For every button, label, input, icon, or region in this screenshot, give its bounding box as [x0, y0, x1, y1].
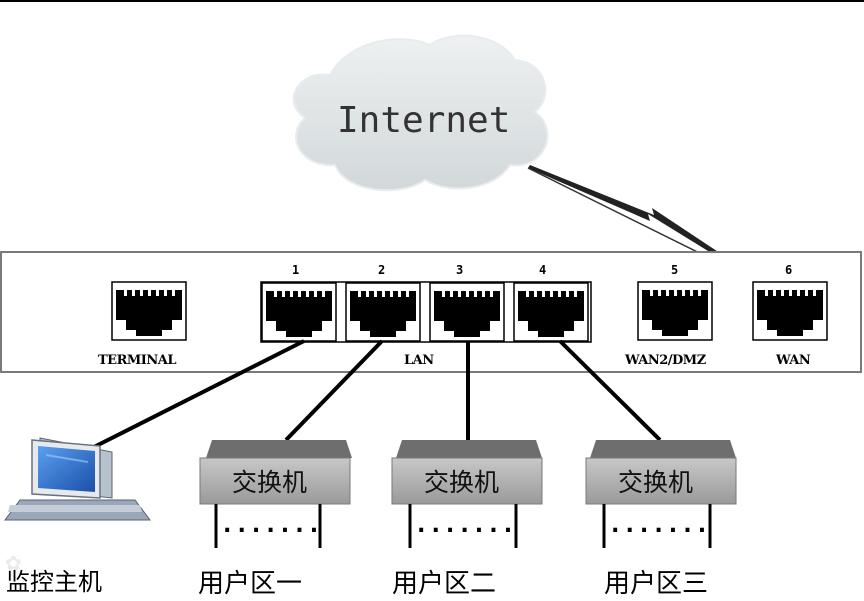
switch-1: 交换机 ······· [199, 440, 352, 548]
switch-2-dots: ······· [414, 516, 515, 544]
port-number-6: 6 [785, 263, 792, 277]
switch-3-dots: ······· [608, 516, 709, 544]
monitor-host-computer: ✿ [4, 437, 151, 575]
lan-cables [91, 339, 662, 450]
port-lan-2 [345, 282, 421, 342]
wan-caption: WAN [775, 353, 811, 368]
user-zone-2-label: 用户区二 [392, 569, 496, 599]
switch-3-label: 交换机 [618, 468, 693, 497]
switch-2-label: 交换机 [424, 468, 499, 497]
port-lan-4 [513, 282, 589, 342]
switch-2: 交换机 ······· [391, 440, 543, 548]
wan2-caption: WAN2/DMZ [624, 353, 707, 368]
terminal-caption: TERMINAL [98, 353, 176, 368]
watermark: ✿ [5, 551, 22, 575]
switch-1-dots: ······· [220, 516, 321, 544]
internet-cloud: Internet [292, 34, 549, 192]
port-number-5: 5 [671, 263, 678, 277]
monitor-host-label: 监控主机 [6, 568, 102, 596]
user-zone-3-label: 用户区三 [604, 569, 708, 599]
port-number-1: 1 [292, 263, 299, 277]
switch-3: 交换机 ······· [585, 440, 737, 548]
user-zone-1-label: 用户区一 [198, 569, 302, 599]
switch-1-label: 交换机 [232, 468, 307, 497]
port-lan-3 [429, 282, 505, 342]
port-wan2 [637, 281, 713, 341]
port-terminal [111, 281, 187, 341]
internet-label: Internet [337, 100, 510, 141]
port-lan-1 [261, 282, 337, 342]
lan-caption: LAN [404, 353, 434, 368]
lan-port-group [260, 281, 592, 343]
port-number-3: 3 [456, 263, 463, 277]
port-number-4: 4 [539, 263, 546, 277]
port-number-2: 2 [378, 263, 385, 277]
port-wan [752, 281, 828, 341]
